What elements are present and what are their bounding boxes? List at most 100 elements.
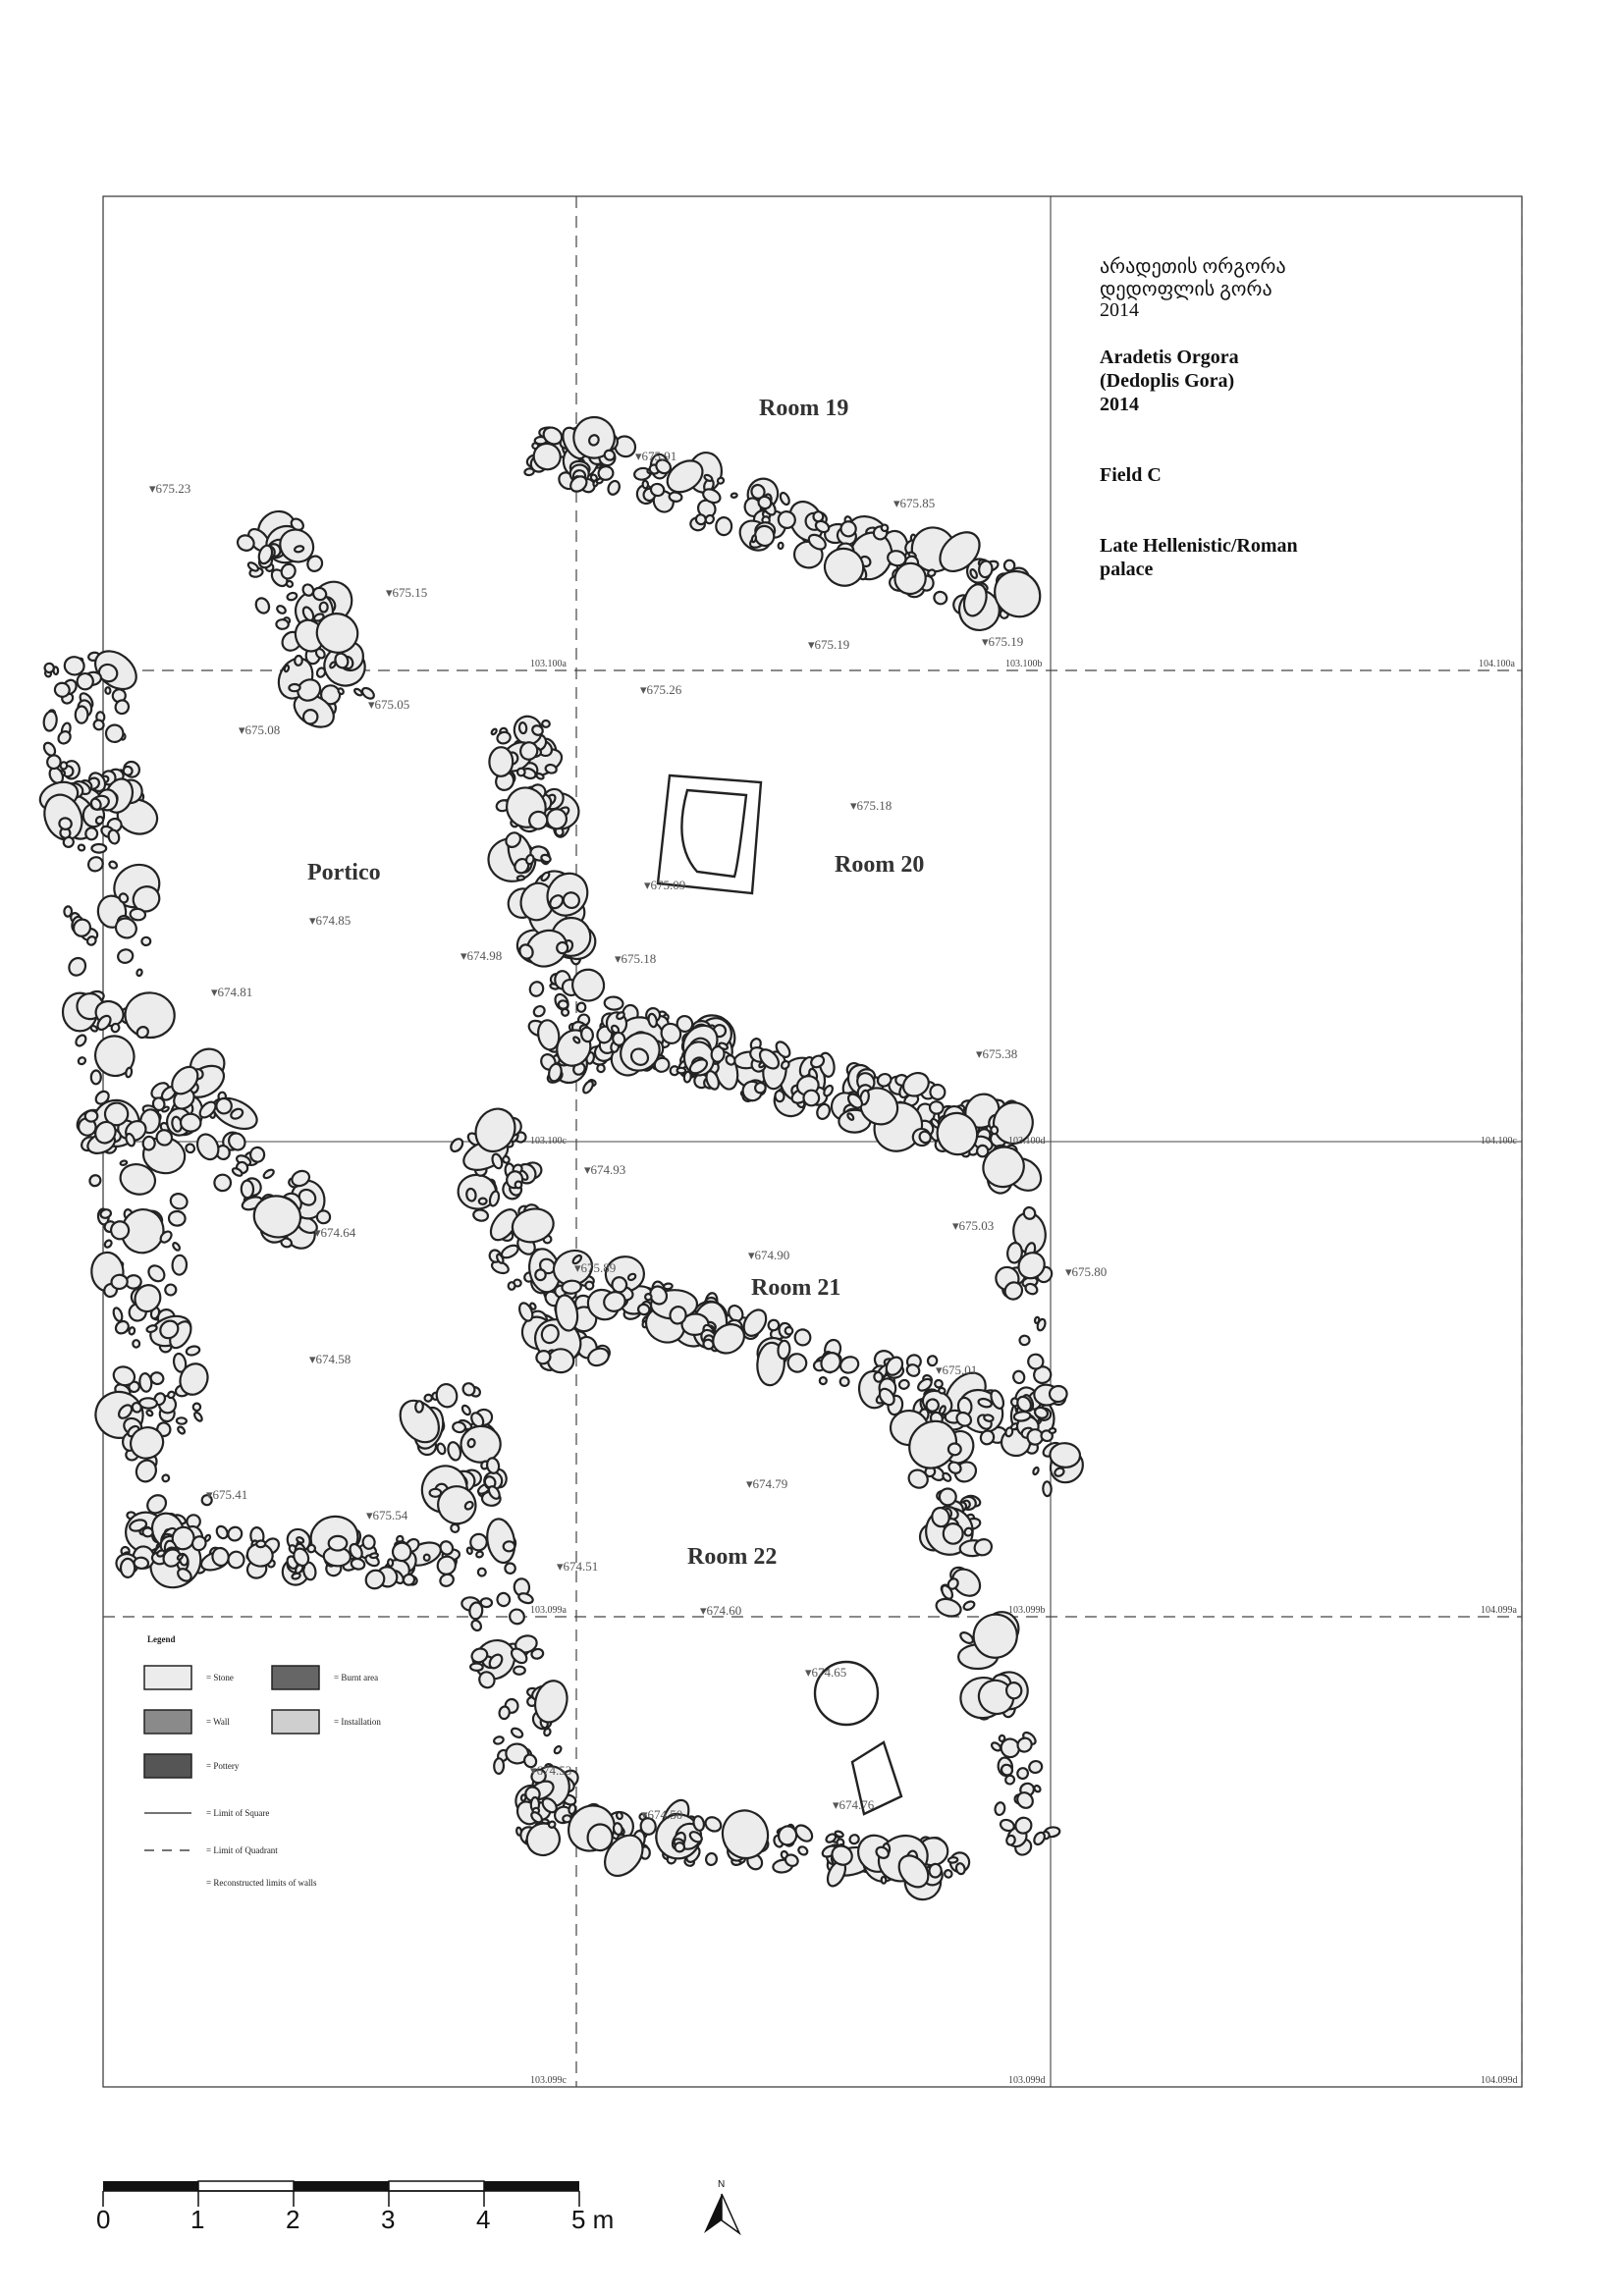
stone [954,1862,966,1876]
stone [122,765,134,776]
stone [754,1081,767,1095]
stone [928,1862,943,1879]
stone [897,1378,910,1390]
stone [450,1522,460,1533]
stone [572,1036,581,1044]
stone [839,1376,850,1388]
stone [1004,1682,1023,1700]
elevation-point: ▾675.18 [850,798,892,813]
stone [175,1416,188,1425]
stone [439,1540,455,1556]
stone [517,1592,534,1605]
stone [75,1034,87,1047]
stone [191,1402,202,1413]
stone [742,1308,768,1337]
stone [775,1041,791,1058]
stone [89,1024,99,1033]
stone [452,1420,467,1434]
legend-burnt: = Burnt area [334,1673,378,1682]
stone [786,1353,808,1373]
stone [676,1066,687,1075]
stone [597,465,615,481]
stone [141,1135,156,1151]
stone [721,1809,770,1860]
legend-limit-quadrant: = Limit of Quadrant [206,1845,278,1855]
stone [674,1842,686,1853]
stone [535,772,545,780]
stone [172,1242,182,1252]
stone [293,545,305,554]
stone [436,1555,457,1575]
scale-bar: 0 1 2 3 4 5 m [96,2180,614,2234]
stone [96,1014,112,1032]
stone [823,547,865,587]
stone [990,1389,1005,1410]
stone [846,1093,864,1109]
elevation-point: ▾674.50 [641,1807,682,1822]
stone [97,663,119,683]
stone [1006,1242,1023,1264]
stone [285,579,295,588]
elevation-point: ▾675.38 [976,1046,1017,1061]
stone [198,1100,217,1119]
stone [533,1680,568,1724]
grid-coord: 103.100c [530,1136,568,1147]
stone [908,1419,958,1469]
stone [230,1107,244,1120]
stone [510,1647,528,1665]
stone [171,1254,189,1276]
stone [543,1727,552,1737]
stone [649,482,666,498]
stone [1042,1480,1053,1498]
stone [905,1363,921,1377]
stone [156,1549,166,1558]
stone [110,1022,121,1034]
grid-coord: 103.099c [530,2075,568,2086]
stone [72,918,92,937]
field-name: Field C [1100,464,1162,486]
stone [159,1230,173,1244]
stone [820,1352,841,1373]
stone [1049,1442,1082,1468]
scale-label: 5 m [571,2205,614,2234]
stone [509,1608,525,1626]
stone [414,1400,424,1414]
stone [515,875,526,881]
stone [132,1339,141,1349]
stone [505,831,522,849]
stone [530,1811,543,1824]
stone [110,1273,129,1291]
elevation-point: ▾675.91 [635,449,676,463]
stone [236,534,255,552]
stone [557,999,569,1010]
stone [114,699,131,716]
stone [327,1534,349,1552]
stone [807,533,827,551]
stone [1033,1831,1046,1846]
stone [541,1797,558,1814]
stone [534,1268,547,1282]
stone [604,1834,644,1877]
stone [114,1319,130,1335]
stone [777,1825,798,1846]
georgian-year: 2014 [1100,299,1139,321]
stone [990,1741,1002,1752]
elevation-point: ▾674.93 [584,1162,625,1177]
grid-coord: 103.100d [1008,1136,1046,1147]
stone [1048,1384,1068,1404]
stone [951,1568,982,1597]
stone [227,1525,243,1542]
stone [812,510,825,523]
stone [682,1070,692,1084]
stone [450,1138,464,1153]
grid-coord: 103.099b [1008,1605,1046,1616]
stone [211,1546,230,1568]
stone [88,1174,102,1188]
stone [350,1557,366,1571]
stone [647,1012,658,1029]
stone [639,1817,657,1836]
stone [694,513,707,526]
stone [146,1494,168,1515]
stone [962,583,988,617]
stone [880,1875,888,1885]
